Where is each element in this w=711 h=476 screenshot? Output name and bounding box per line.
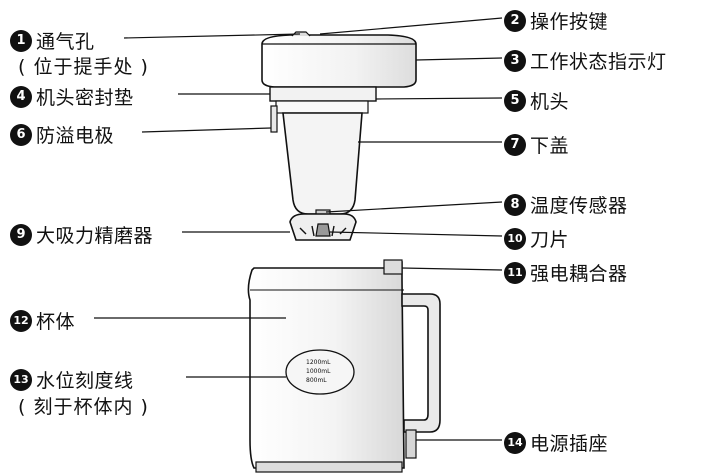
label-text-power-socket: 电源插座 [530, 433, 609, 455]
power-socket [405, 429, 417, 459]
badge-5: 5 [504, 89, 526, 112]
power-coupler [383, 259, 403, 275]
label-text-vent: 通气孔 [36, 31, 95, 53]
label-text-operation-key: 操作按键 [530, 11, 609, 33]
label-grinder: 9 大吸力精磨器 [10, 221, 153, 248]
badge-4: 4 [10, 85, 32, 108]
label-head-seal: 4 机头密封垫 [10, 83, 134, 110]
badge-14: 14 [504, 431, 526, 454]
label-text-jug-body: 杯体 [36, 311, 76, 333]
label-text-blade: 刀片 [530, 229, 570, 251]
badge-8: 8 [504, 193, 526, 216]
anti-overflow-electrode [270, 105, 278, 133]
badge-6: 6 [10, 123, 32, 146]
leader-lines [94, 17, 503, 441]
water-level-scale [285, 349, 355, 395]
badge-10: 10 [504, 227, 526, 250]
scale-mark-1000: 1000mL [306, 368, 331, 375]
badge-12: 12 [10, 309, 32, 332]
badge-13: 13 [10, 368, 32, 391]
label-coupler: 11 强电耦合器 [504, 259, 628, 286]
label-anti-overflow: 6 防溢电极 [10, 121, 114, 148]
note-vent-location: ( 位于提手处 ) [18, 56, 149, 78]
badge-2: 2 [504, 9, 526, 32]
label-blade: 10 刀片 [504, 225, 569, 252]
label-text-lower-cover: 下盖 [530, 135, 570, 157]
scale-mark-1200: 1200mL [306, 359, 331, 366]
note-scale-location: ( 刻于杯体内 ) [18, 396, 149, 418]
jug-handle [401, 293, 441, 433]
label-text-temp-sensor: 温度传感器 [530, 195, 628, 217]
label-power-socket: 14 电源插座 [504, 429, 608, 456]
label-operation-key: 2 操作按键 [504, 7, 608, 34]
label-status-light: 3 工作状态指示灯 [504, 47, 667, 74]
label-jug-body: 12 杯体 [10, 307, 75, 334]
scale-marks: 1200mL 1000mL 800mL [306, 358, 330, 385]
label-water-scale: 13 水位刻度线 [10, 366, 134, 393]
jug-body [247, 259, 441, 473]
label-text-anti-overflow: 防溢电极 [36, 125, 115, 147]
label-text-water-scale: 水位刻度线 [36, 370, 134, 392]
label-text-machine-head: 机头 [530, 91, 570, 113]
label-text-head-seal: 机头密封垫 [36, 87, 134, 109]
label-machine-head: 5 机头 [504, 87, 569, 114]
label-text-grinder: 大吸力精磨器 [36, 225, 154, 247]
badge-3: 3 [504, 49, 526, 72]
label-vent: 1 通气孔 [10, 27, 95, 54]
label-text-status-light: 工作状态指示灯 [530, 51, 667, 73]
blade [315, 223, 331, 237]
badge-7: 7 [504, 133, 526, 156]
lower-cover [282, 112, 363, 215]
label-temp-sensor: 8 温度传感器 [504, 191, 628, 218]
badge-9: 9 [10, 223, 32, 246]
badge-11: 11 [504, 261, 526, 284]
scale-mark-800: 800mL [306, 377, 327, 384]
label-text-coupler: 强电耦合器 [530, 263, 628, 285]
head-seal [269, 86, 377, 102]
label-lower-cover: 7 下盖 [504, 131, 569, 158]
badge-1: 1 [10, 29, 32, 52]
machine-head [261, 31, 417, 241]
